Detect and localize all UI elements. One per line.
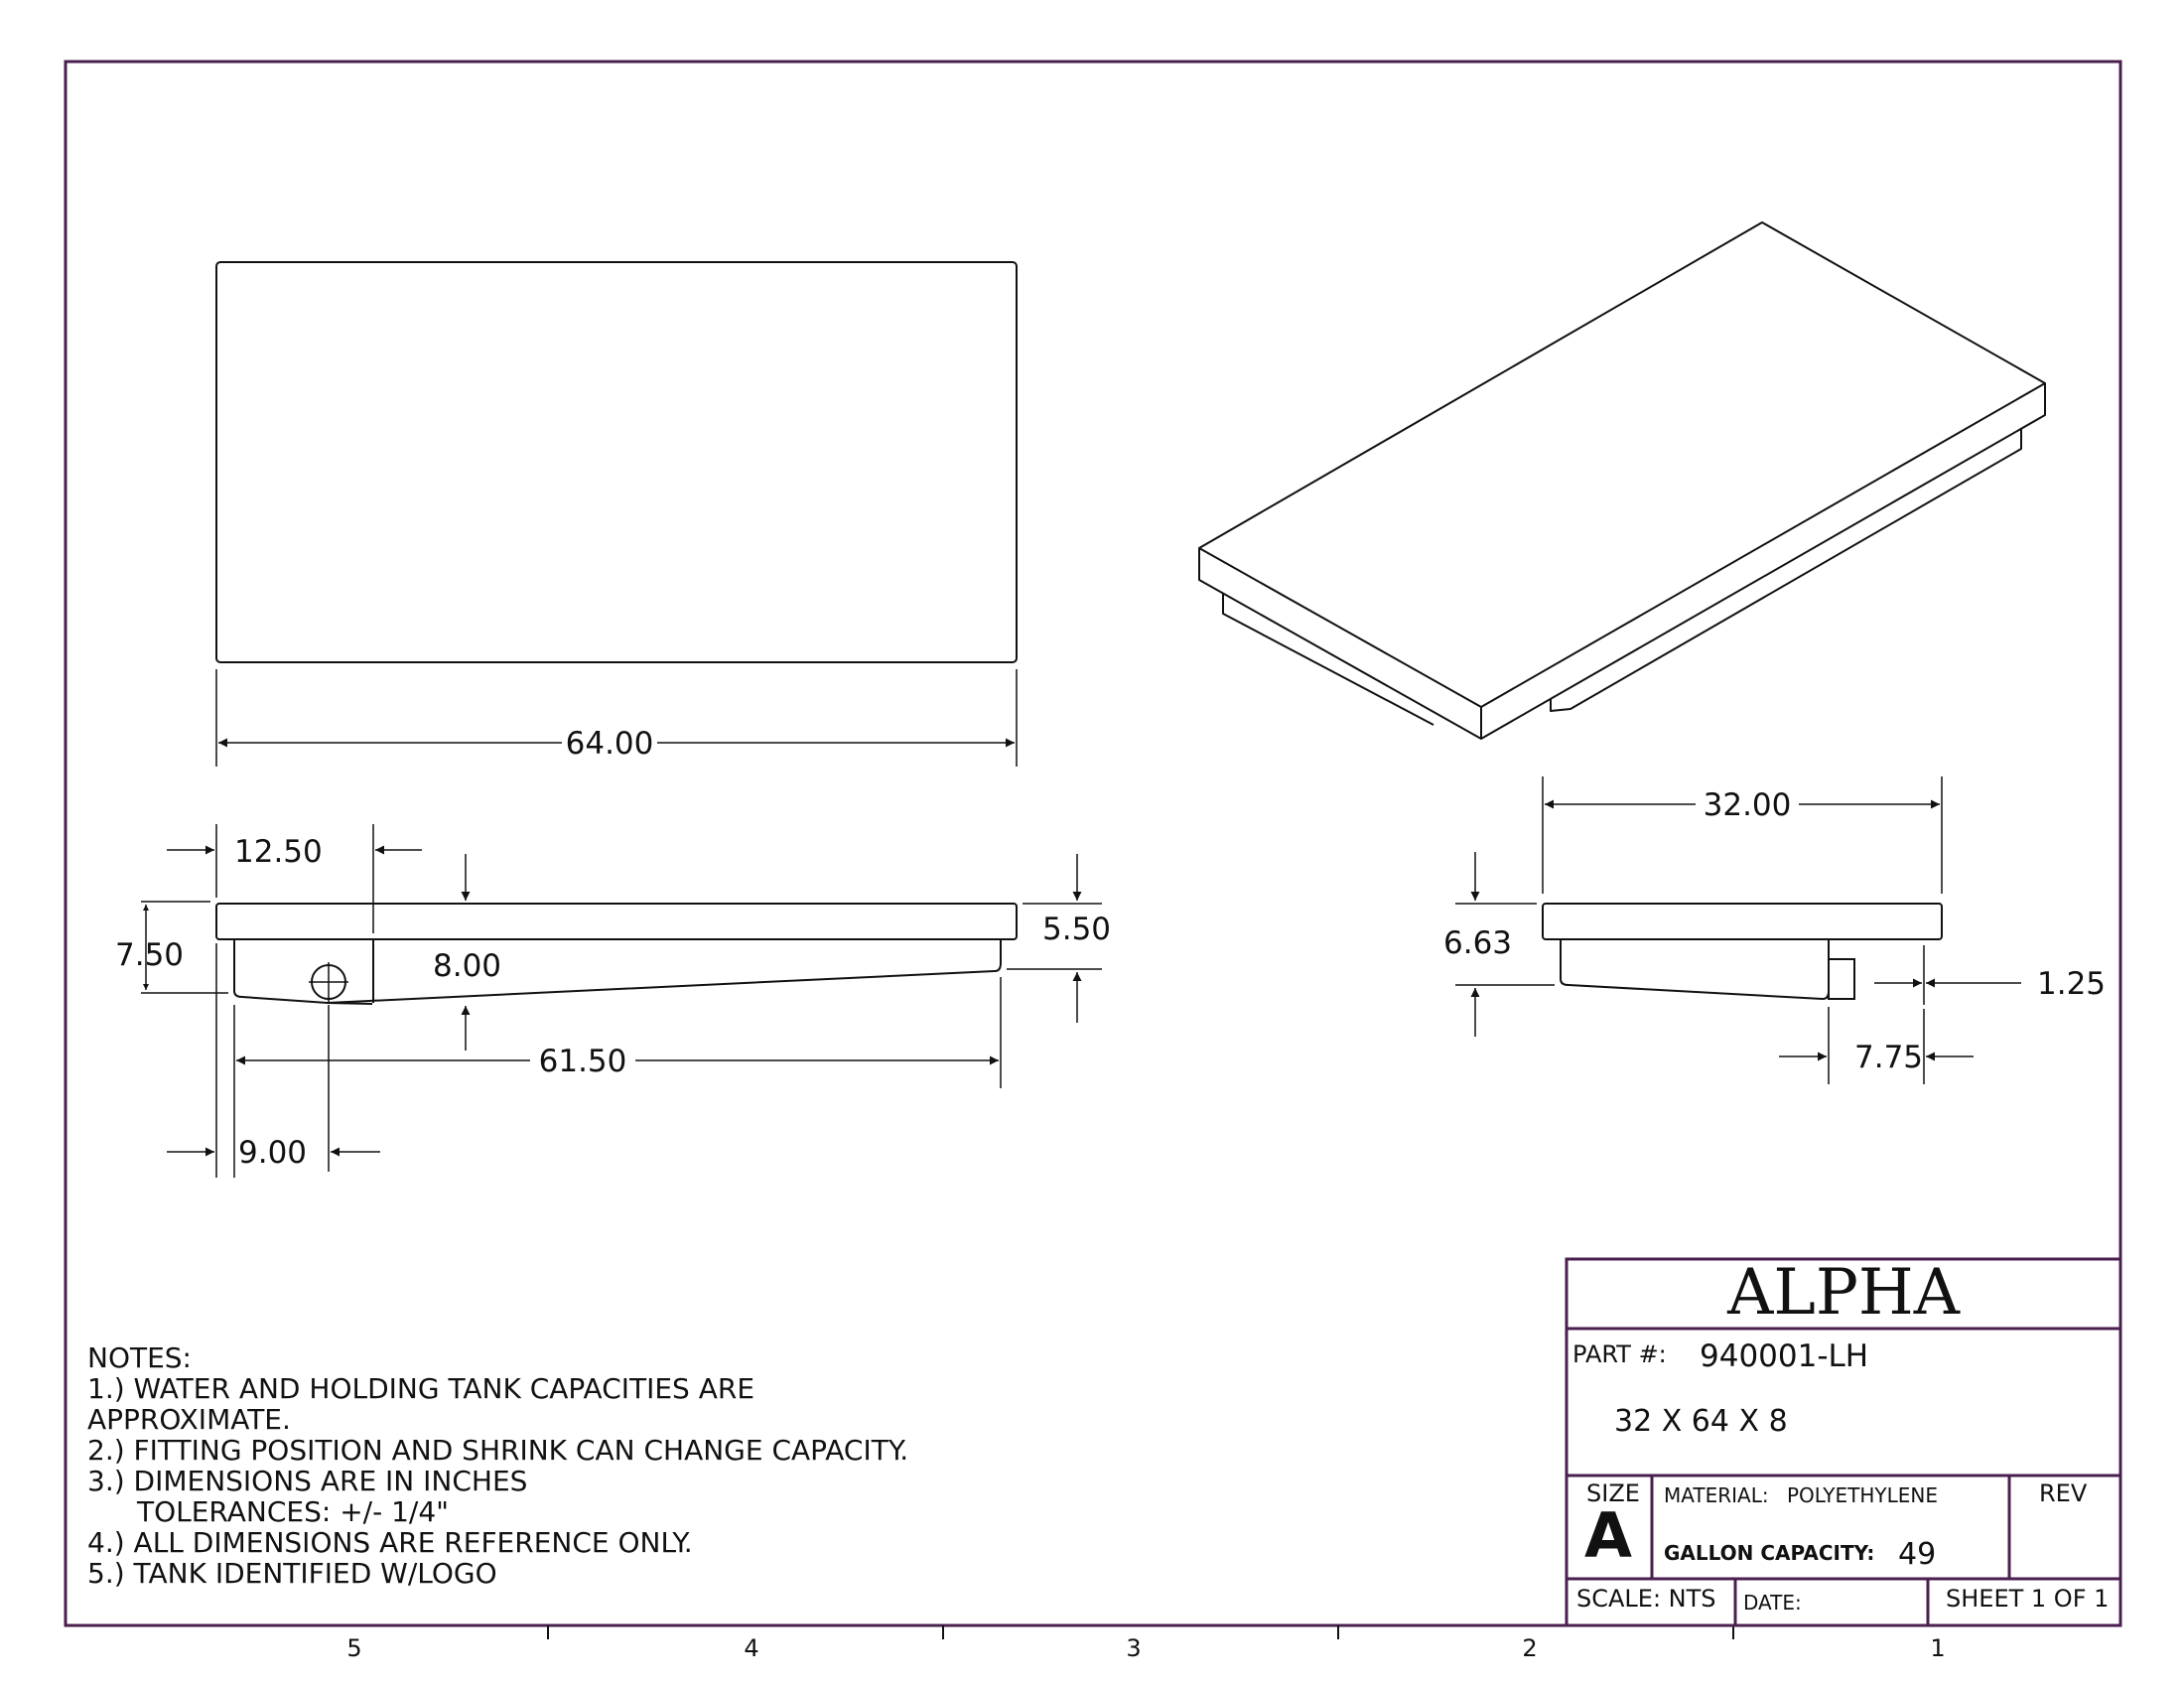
date-label: DATE:: [1743, 1591, 1802, 1615]
sheet-label: SHEET 1 OF 1: [1946, 1585, 2110, 1613]
dim-height-5-50: 5.50: [1042, 912, 1111, 947]
dim-height-7-50: 7.50: [115, 937, 184, 973]
company-name: ALPHA: [1727, 1256, 1960, 1330]
note-line-5: 5.) TANK IDENTIFIED W/LOGO: [87, 1557, 497, 1590]
bottom-ruler: [547, 1625, 1734, 1639]
note-line-1: 1.) WATER AND HOLDING TANK CAPACITIES AR…: [87, 1372, 755, 1405]
note-line-2: 2.) FITTING POSITION AND SHRINK CAN CHAN…: [87, 1434, 909, 1467]
side-view: [1455, 776, 2021, 1084]
note-line-4: 4.) ALL DIMENSIONS ARE REFERENCE ONLY.: [87, 1526, 693, 1559]
capacity-value: 49: [1898, 1537, 1937, 1572]
dim-width-32-00: 32.00: [1704, 787, 1792, 823]
dim-length-61-50: 61.50: [539, 1044, 627, 1079]
dim-offset-7-75: 7.75: [1854, 1040, 1923, 1075]
ruler-label-5: 5: [346, 1634, 361, 1662]
rev-label: REV: [2039, 1479, 2088, 1507]
material-label: MATERIAL:: [1664, 1483, 1769, 1507]
ruler-label-1: 1: [1930, 1634, 1945, 1662]
ruler-label-2: 2: [1522, 1634, 1537, 1662]
isometric-view: [1198, 221, 2046, 740]
front-view: [141, 824, 1102, 1178]
dim-inset-12-50: 12.50: [234, 834, 323, 870]
ruler-label-4: 4: [744, 1634, 758, 1662]
dim-length-64: 64.00: [566, 726, 654, 762]
size-label: SIZE: [1586, 1479, 1640, 1507]
sheet-border: [64, 60, 2122, 1627]
ruler-label-3: 3: [1126, 1634, 1141, 1662]
notes-title: NOTES:: [87, 1341, 192, 1374]
scale-label: SCALE: NTS: [1576, 1585, 1716, 1613]
note-line-1b: APPROXIMATE.: [87, 1403, 291, 1436]
capacity-label: GALLON CAPACITY:: [1664, 1541, 1875, 1565]
part-number: 940001-LH: [1700, 1338, 1869, 1374]
material-value: POLYETHYLENE: [1787, 1483, 1938, 1507]
drawing-notes: NOTES: 1.) WATER AND HOLDING TANK CAPACI…: [87, 1342, 1140, 1589]
dim-offset-9-00: 9.00: [238, 1135, 307, 1171]
dim-fitting-8-00: 8.00: [433, 948, 501, 984]
dim-height-6-63: 6.63: [1443, 925, 1512, 961]
note-line-3: 3.) DIMENSIONS ARE IN INCHES: [87, 1465, 528, 1497]
note-line-3b: TOLERANCES: +/- 1/4": [137, 1495, 450, 1528]
part-description: 32 X 64 X 8: [1614, 1404, 1788, 1439]
size-value: A: [1584, 1499, 1632, 1572]
title-block-frame: [1565, 1257, 2122, 1627]
part-label: PART #:: [1572, 1340, 1667, 1368]
dim-flange-1-25: 1.25: [2037, 966, 2106, 1002]
top-view: [215, 261, 1018, 767]
